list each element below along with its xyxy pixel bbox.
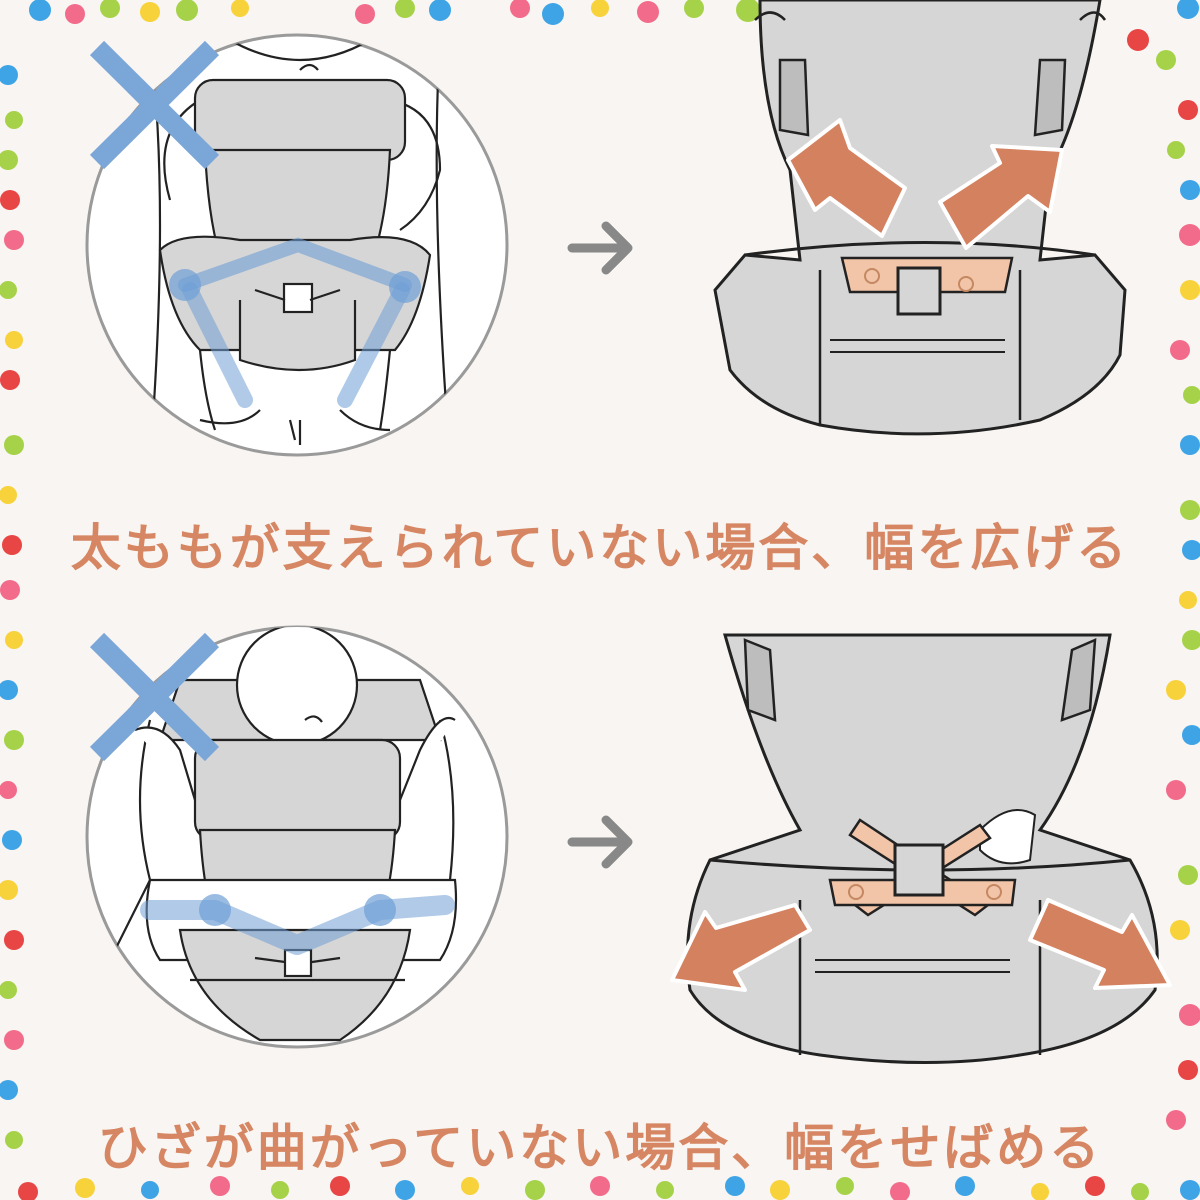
carrier-narrow-illustration [670, 633, 1172, 1064]
arrow-right-icon [567, 815, 633, 869]
cross-mark-icon [89, 40, 220, 170]
carrier-widen-illustration [713, 0, 1127, 436]
spread-arrows-icon [786, 118, 1064, 250]
leg-guide-lines [140, 894, 455, 955]
strap-buckle [828, 818, 1017, 917]
arrow-right-icon [567, 221, 633, 275]
leg-guide-lines [169, 237, 421, 408]
cross-mark-icon [89, 632, 220, 762]
strap-buckle [840, 256, 1014, 316]
bottom-caption: ひざが曲がっていない場合、幅をせばめる [97, 1119, 1103, 1177]
diagonal-arrows-icon [670, 898, 1172, 992]
top-caption: 太ももが支えられていない場合、幅を広げる [70, 519, 1130, 577]
